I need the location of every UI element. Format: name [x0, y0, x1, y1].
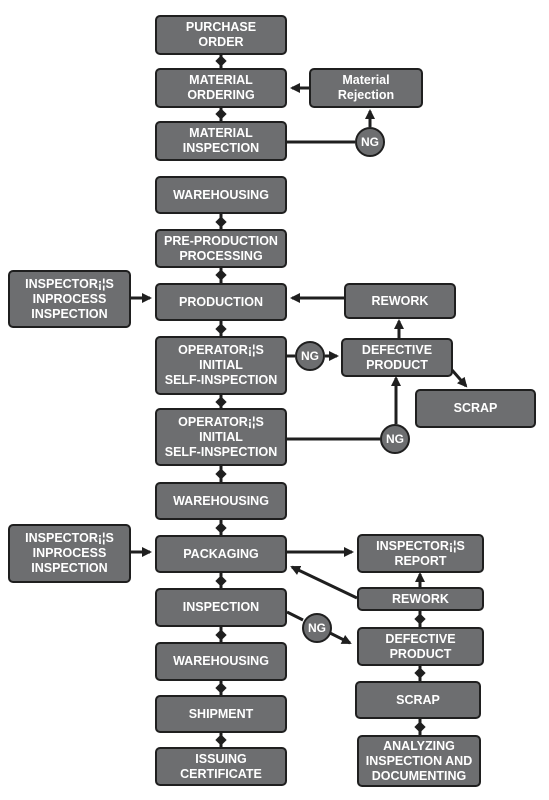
connector-dot [414, 667, 426, 679]
inspection-box: INSPECTION [155, 588, 287, 627]
operator-self-inspection-box-1: OPERATOR¡¦S INITIAL SELF-INSPECTION [155, 336, 287, 395]
defective-product-box-2: DEFECTIVE PRODUCT [357, 627, 484, 666]
ng-decision-4: NG [302, 613, 332, 643]
connector-dot [215, 55, 227, 67]
shipment-box: SHIPMENT [155, 695, 287, 733]
inspector-inprocess-box-1: INSPECTOR¡¦S INPROCESS INSPECTION [8, 270, 131, 328]
scrap-box-2: SCRAP [355, 681, 481, 719]
inspector-report-box: INSPECTOR¡¦S REPORT [357, 534, 484, 573]
production-box: PRODUCTION [155, 283, 287, 321]
connector-dot [215, 734, 227, 746]
ng-decision-1: NG [355, 127, 385, 157]
warehousing-box-1: WAREHOUSING [155, 176, 287, 214]
rework-box-2: REWORK [357, 587, 484, 611]
ng-decision-3: NG [380, 424, 410, 454]
warehousing-box-3: WAREHOUSING [155, 642, 287, 681]
connector-dot [215, 323, 227, 335]
connector-dot [215, 682, 227, 694]
rework-box-1: REWORK [344, 283, 456, 319]
warehousing-box-2: WAREHOUSING [155, 482, 287, 520]
operator-self-inspection-box-2: OPERATOR¡¦S INITIAL SELF-INSPECTION [155, 408, 287, 466]
connector-dot [215, 108, 227, 120]
analyzing-box: ANALYZING INSPECTION AND DOCUMENTING [357, 735, 481, 787]
connector-dot [215, 396, 227, 408]
purchase-order-box: PURCHASE ORDER [155, 15, 287, 55]
packaging-box: PACKAGING [155, 535, 287, 573]
connector-dot [215, 216, 227, 228]
connector-dot [215, 629, 227, 641]
arrow-rework2-packaging [290, 565, 358, 600]
issuing-certificate-box: ISSUING CERTIFICATE [155, 747, 287, 786]
ng-decision-2: NG [295, 341, 325, 371]
arrow-ng4-defective2 [329, 631, 352, 645]
material-ordering-box: MATERIAL ORDERING [155, 68, 287, 108]
inspector-inprocess-box-2: INSPECTOR¡¦S INPROCESS INSPECTION [8, 524, 131, 583]
material-inspection-box: MATERIAL INSPECTION [155, 121, 287, 161]
connector-dot [215, 269, 227, 281]
connector-dot [215, 522, 227, 534]
material-rejection-box: Material Rejection [309, 68, 423, 108]
link-insp-ng4 [286, 610, 304, 622]
pre-production-box: PRE-PRODUCTION PROCESSING [155, 229, 287, 268]
connector-dot [215, 575, 227, 587]
connector-dot [414, 613, 426, 625]
arrow-defective1-scrap1 [450, 369, 468, 388]
connector-dot [215, 468, 227, 480]
scrap-box-1: SCRAP [415, 389, 536, 428]
connector-dot [414, 721, 426, 733]
defective-product-box-1: DEFECTIVE PRODUCT [341, 338, 453, 377]
